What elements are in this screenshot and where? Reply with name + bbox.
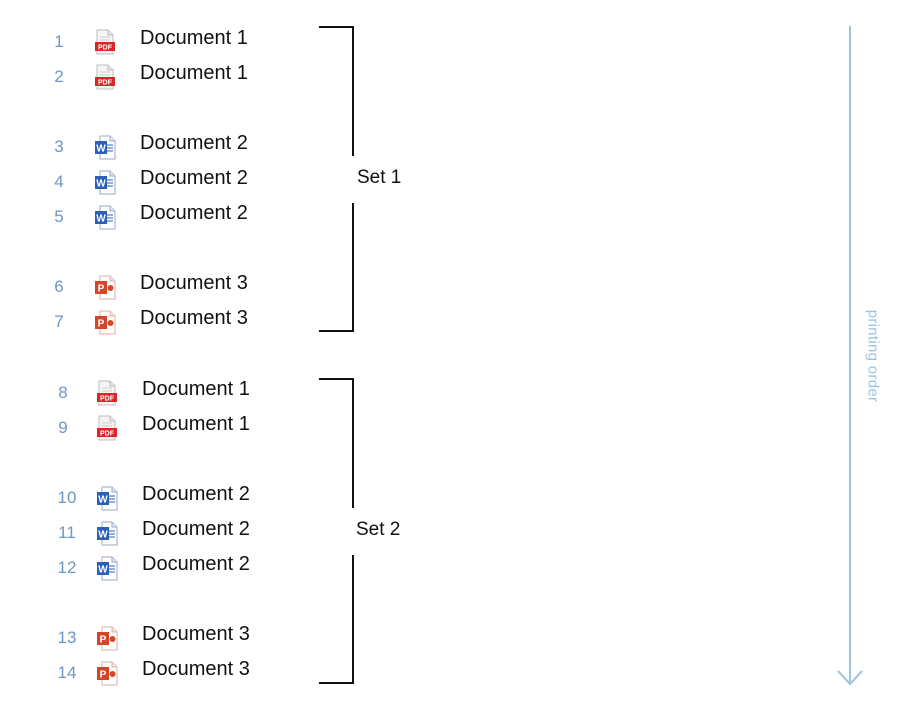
powerpoint-file-icon: P xyxy=(96,660,118,686)
item-number: 2 xyxy=(54,67,64,86)
item-number: 6 xyxy=(54,277,64,296)
item-number: 8 xyxy=(58,383,68,402)
list-item: 8 PDF Document 1 xyxy=(48,378,308,408)
item-number: 10 xyxy=(57,488,77,507)
item-number: 1 xyxy=(54,32,64,51)
set-2-label: Set 2 xyxy=(356,519,401,540)
document-title: Document 1 xyxy=(140,27,248,49)
item-number: 7 xyxy=(54,312,64,331)
svg-text:W: W xyxy=(98,495,108,506)
document-title: Document 3 xyxy=(142,658,250,680)
powerpoint-file-icon: P xyxy=(96,625,118,651)
list-item: 5 W Document 2 xyxy=(44,202,304,232)
pdf-file-icon: PDF xyxy=(96,415,118,441)
svg-text:W: W xyxy=(98,565,108,576)
item-number: 13 xyxy=(57,628,77,647)
svg-text:P: P xyxy=(98,319,105,330)
item-number: 5 xyxy=(54,207,64,226)
item-number: 11 xyxy=(58,523,76,542)
word-file-icon: W xyxy=(96,555,118,581)
list-item: 9 PDF Document 1 xyxy=(48,413,308,443)
list-item: 4 W Document 2 xyxy=(44,167,304,197)
svg-text:W: W xyxy=(96,179,106,190)
svg-text:W: W xyxy=(96,144,106,155)
svg-text:P: P xyxy=(100,670,107,681)
list-item: 2 PDF Document 1 xyxy=(44,62,304,92)
list-item: 13 P Document 3 xyxy=(52,623,312,653)
word-file-icon: W xyxy=(96,520,118,546)
document-title: Document 2 xyxy=(140,167,248,189)
item-number: 9 xyxy=(58,418,68,437)
list-item: 11 W Document 2 xyxy=(52,518,312,548)
word-file-icon: W xyxy=(96,485,118,511)
document-title: Document 3 xyxy=(140,307,248,329)
document-title: Document 1 xyxy=(140,62,248,84)
list-item: 1 PDF Document 1 xyxy=(44,27,304,57)
powerpoint-file-icon: P xyxy=(94,274,116,300)
document-title: Document 2 xyxy=(142,553,250,575)
document-title: Document 1 xyxy=(142,413,250,435)
pdf-file-icon: PDF xyxy=(94,29,116,55)
svg-text:PDF: PDF xyxy=(98,80,113,87)
document-title: Document 3 xyxy=(140,272,248,294)
document-title: Document 1 xyxy=(142,378,250,400)
word-file-icon: W xyxy=(94,169,116,195)
pdf-file-icon: PDF xyxy=(94,64,116,90)
printing-order-arrow xyxy=(837,26,863,686)
list-item: 12 W Document 2 xyxy=(52,553,312,583)
set-2-bracket-top xyxy=(319,378,354,508)
item-number: 12 xyxy=(57,558,77,577)
document-title: Document 2 xyxy=(142,518,250,540)
list-item: 10 W Document 2 xyxy=(52,483,312,513)
item-number: 3 xyxy=(54,137,64,156)
item-number: 4 xyxy=(54,172,64,191)
item-number: 14 xyxy=(57,663,77,682)
document-title: Document 2 xyxy=(142,483,250,505)
svg-text:PDF: PDF xyxy=(98,45,113,52)
document-title: Document 3 xyxy=(142,623,250,645)
svg-text:PDF: PDF xyxy=(100,431,115,438)
printing-order-label: printing order xyxy=(864,309,882,403)
set-1-label: Set 1 xyxy=(357,167,402,188)
list-item: 14 P Document 3 xyxy=(52,658,312,688)
arrow-head xyxy=(837,670,863,686)
svg-text:PDF: PDF xyxy=(100,396,115,403)
svg-text:P: P xyxy=(100,635,107,646)
pdf-file-icon: PDF xyxy=(96,380,118,406)
svg-text:W: W xyxy=(98,530,108,541)
document-title: Document 2 xyxy=(140,132,248,154)
list-item: 7 P Document 3 xyxy=(44,307,304,337)
set-1-bracket-top xyxy=(319,26,354,156)
set-2-bracket-bottom xyxy=(319,555,354,684)
powerpoint-file-icon: P xyxy=(94,309,116,335)
svg-text:W: W xyxy=(96,214,106,225)
set-1-bracket-bottom xyxy=(319,203,354,332)
word-file-icon: W xyxy=(94,204,116,230)
word-file-icon: W xyxy=(94,134,116,160)
document-title: Document 2 xyxy=(140,202,248,224)
list-item: 6 P Document 3 xyxy=(44,272,304,302)
svg-text:P: P xyxy=(98,284,105,295)
list-item: 3 W Document 2 xyxy=(44,132,304,162)
